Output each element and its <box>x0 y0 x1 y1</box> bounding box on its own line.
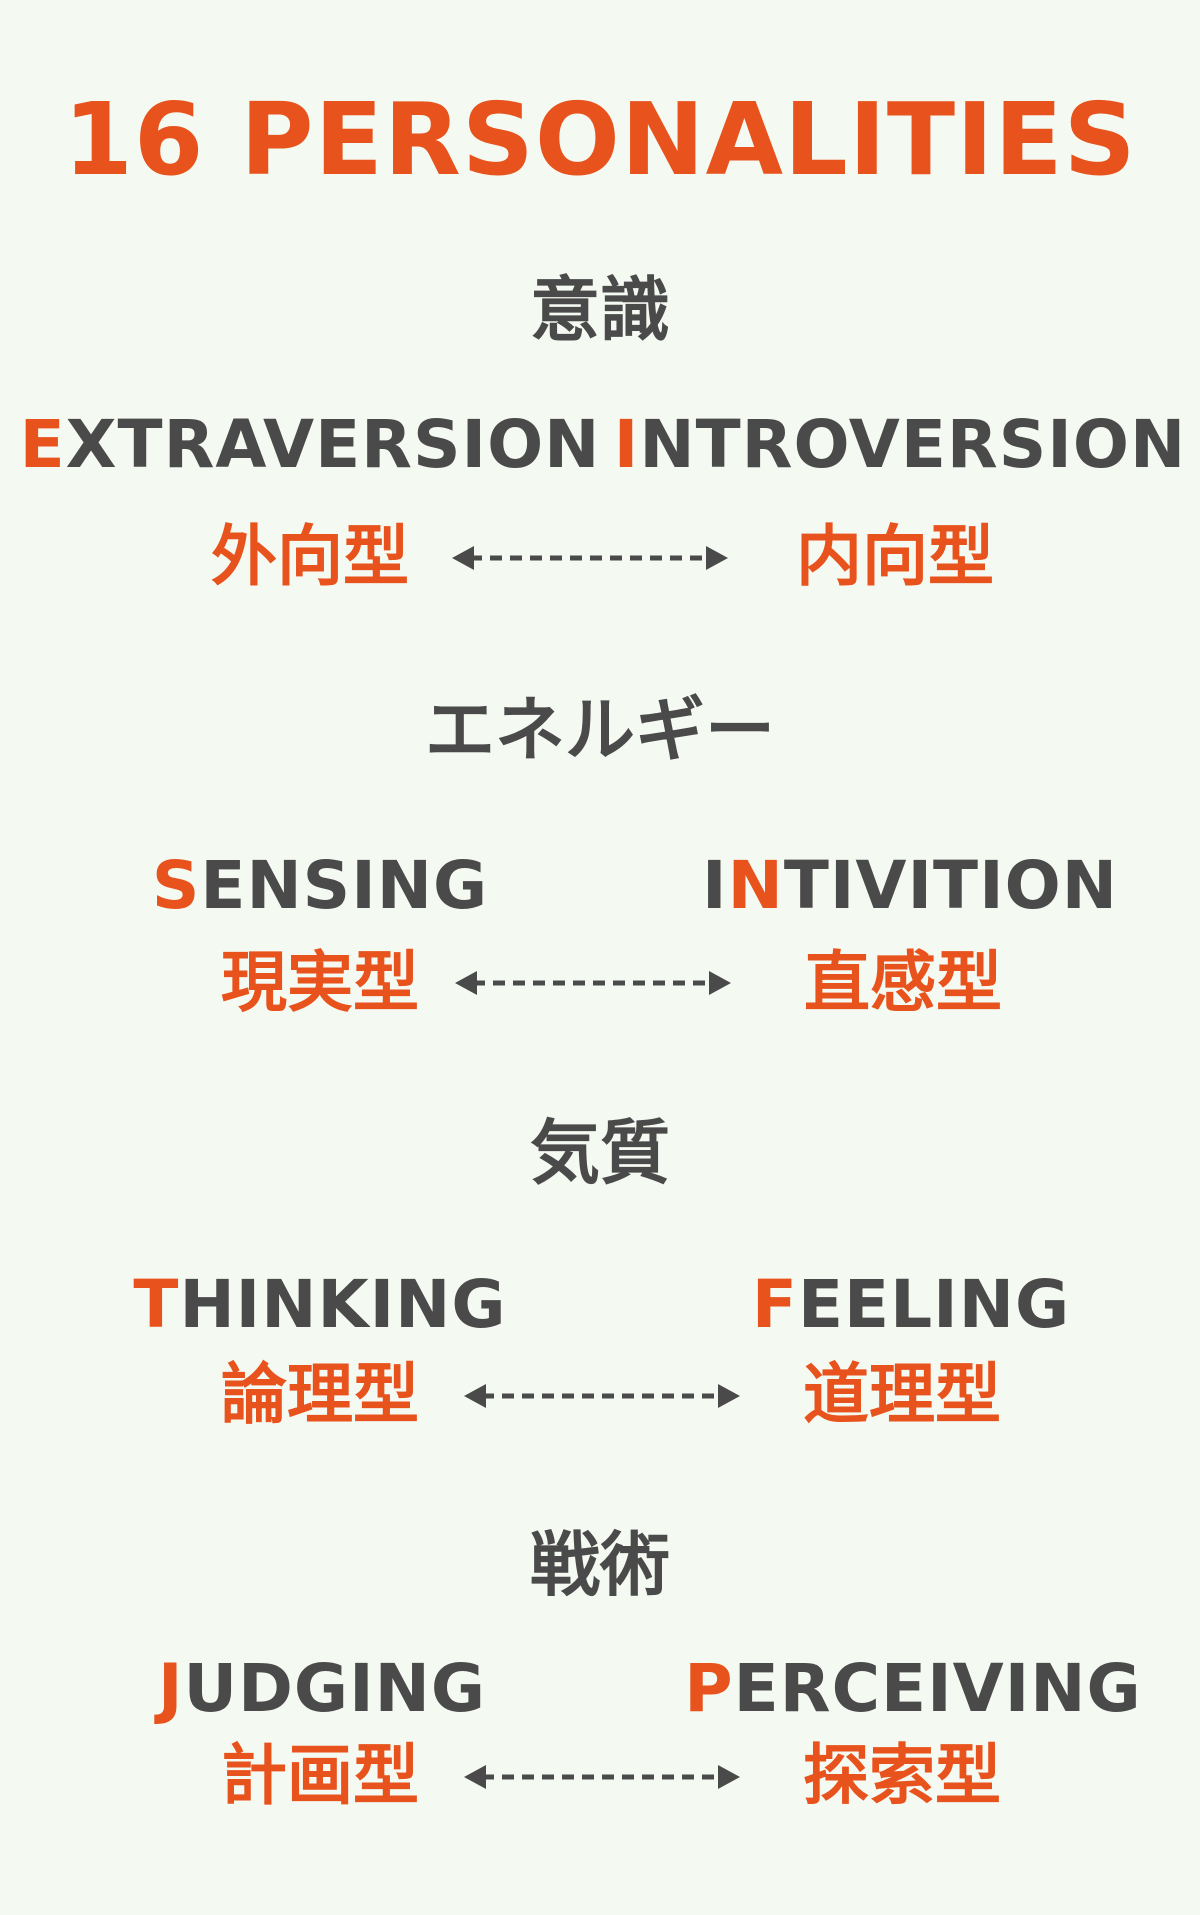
double-arrow-icon <box>452 546 728 570</box>
double-arrow-icon <box>455 971 731 995</box>
trait-rest: ENSING <box>200 847 489 924</box>
trait-initial: T <box>133 1266 180 1343</box>
trait-initial: I <box>613 406 640 483</box>
trait-perceiving: PERCEIVING <box>684 1656 1141 1722</box>
type-jp-judging: 計画型 <box>221 1737 419 1814</box>
type-jp-thinking: 論理型 <box>221 1356 419 1433</box>
trait-rest: XTRAVERSION <box>65 406 601 483</box>
trait-intuition: INTIVITION <box>702 853 1118 919</box>
section-heading-tactics: 戦術 <box>530 1524 670 1606</box>
trait-thinking: THINKING <box>133 1272 506 1338</box>
trait-rest: ERCEIVING <box>733 1650 1142 1727</box>
type-jp-introvert: 内向型 <box>796 518 994 595</box>
trait-initial: S <box>151 847 201 924</box>
trait-rest: TIVITION <box>783 847 1118 924</box>
section-heading-consciousness: 意識 <box>530 269 670 351</box>
section-heading-temperament: 気質 <box>530 1112 670 1194</box>
trait-rest: EELING <box>797 1266 1071 1343</box>
trait-introversion: INTROVERSION <box>614 412 1186 478</box>
trait-initial: E <box>19 406 66 483</box>
double-arrow-icon <box>464 1384 740 1408</box>
page-title: 16 PERSONALITIES <box>63 81 1137 198</box>
type-jp-perceiving: 探索型 <box>803 1737 1001 1814</box>
double-arrow-icon <box>464 1765 740 1789</box>
trait-extraversion: EXTRAVERSION <box>20 412 601 478</box>
trait-feeling: FEELING <box>752 1272 1070 1338</box>
trait-rest: NTROVERSION <box>639 406 1187 483</box>
type-jp-sensing: 現実型 <box>221 944 419 1021</box>
section-heading-energy: エネルギー <box>425 689 775 771</box>
trait-initial: N <box>727 847 784 924</box>
type-jp-intuition: 直感型 <box>804 944 1002 1021</box>
type-jp-extravert: 外向型 <box>211 518 409 595</box>
trait-rest: HINKING <box>179 1266 507 1343</box>
trait-prefix: I <box>702 847 728 924</box>
trait-initial: P <box>684 1650 734 1727</box>
trait-initial: J <box>157 1650 184 1727</box>
trait-judging: JUDGING <box>158 1656 486 1722</box>
type-jp-feeling: 道理型 <box>803 1356 1001 1433</box>
trait-rest: UDGING <box>183 1650 487 1727</box>
trait-initial: F <box>751 1266 798 1343</box>
trait-sensing: SENSING <box>152 853 488 919</box>
